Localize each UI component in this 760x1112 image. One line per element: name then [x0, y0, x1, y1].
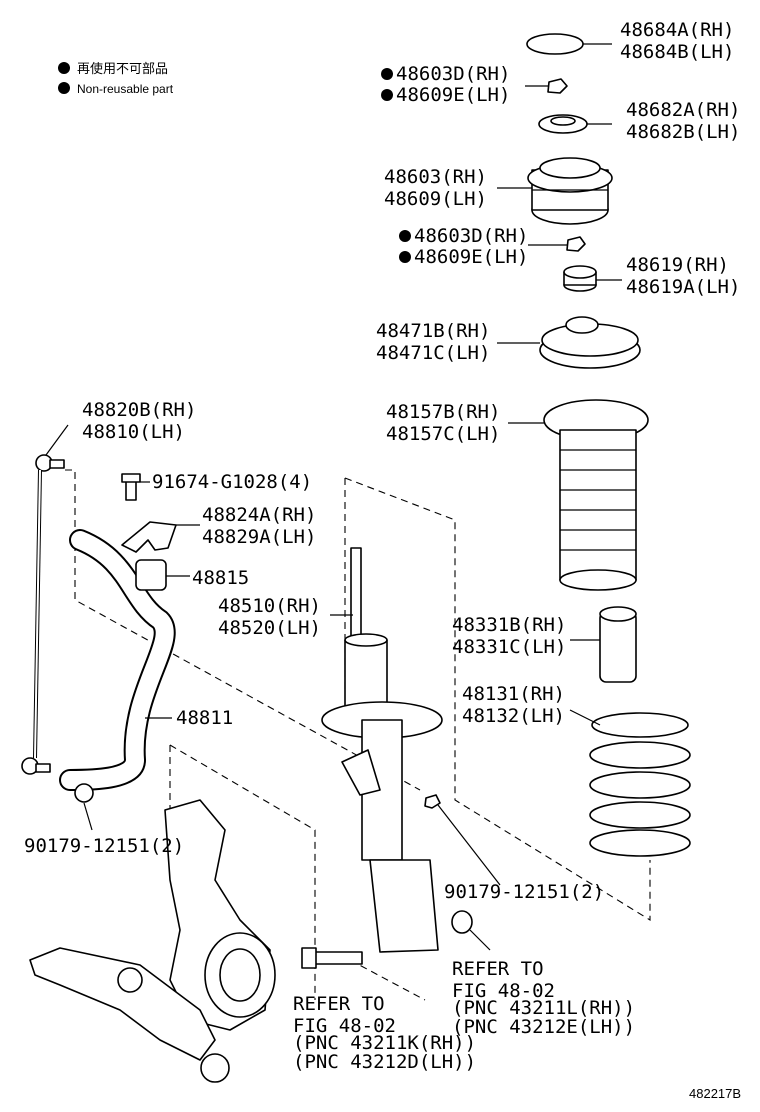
label-48157-lh: 48157C(LH) [386, 423, 500, 445]
label-48603-rh: 48603(RH) [384, 166, 487, 188]
refer-right-line2: FIG 48-02 [452, 980, 555, 1002]
stabilizer-link-48820 [21, 454, 65, 775]
label-48682-lh: 48682B(LH) [626, 121, 740, 143]
label-90179-left: 90179-12151(2) [24, 835, 184, 857]
nut-90179-right [424, 794, 441, 809]
label-48471-lh: 48471C(LH) [376, 342, 490, 364]
boot-48157 [543, 399, 649, 591]
label-48131-rh: 48131(RH) [462, 683, 565, 705]
bumper-cap-48619 [563, 265, 597, 292]
label-48510-rh: 48510(RH) [218, 595, 321, 617]
label-48603-lh: 48609(LH) [384, 188, 487, 210]
legend: 再使用不可部品 Non-reusable part [58, 61, 174, 96]
diagram-id: 482217B [689, 1086, 741, 1101]
refer-right-line3: (PNC 43211L(RH)) [452, 997, 635, 1019]
label-91674: 91674-G1028(4) [152, 471, 312, 493]
label-48684-lh: 48684B(LH) [620, 41, 734, 63]
non-reusable-dot-icon [58, 62, 70, 74]
label-48603d-top-lh: 48609E(LH) [396, 84, 510, 106]
refer-note-right: REFER TO FIG 48-02 (PNC 43211L(RH)) (PNC… [452, 958, 635, 1038]
legend-jp: 再使用不可部品 [77, 61, 168, 76]
label-48684-rh: 48684A(RH) [620, 19, 734, 41]
bolt-91674 [121, 473, 141, 501]
refer-left-line4: (PNC 43212D(LH)) [293, 1051, 476, 1073]
label-90179-right: 90179-12151(2) [444, 881, 604, 903]
label-48331-lh: 48331C(LH) [452, 636, 566, 658]
refer-left-line2: FIG 48-02 [293, 1015, 396, 1037]
label-48811: 48811 [176, 707, 233, 729]
coil-spring-48131 [589, 712, 691, 857]
legend-en: Non-reusable part [77, 82, 174, 96]
label-48603d-mid-rh: 48603D(RH) [414, 225, 528, 247]
steering-knuckle [164, 799, 276, 1031]
label-48820-rh: 48820B(RH) [82, 399, 196, 421]
label-48510-lh: 48520(LH) [218, 617, 321, 639]
label-48619-rh: 48619(RH) [626, 254, 729, 276]
nut-90179-left [74, 783, 94, 803]
label-48603d-top-rh: 48603D(RH) [396, 63, 510, 85]
label-48824-rh: 48824A(RH) [202, 504, 316, 526]
label-48157-rh: 48157B(RH) [386, 401, 500, 423]
bracket-48824 [121, 521, 177, 553]
label-48619-lh: 48619A(LH) [626, 276, 740, 298]
label-48815: 48815 [192, 567, 249, 589]
label-48331-rh: 48331B(RH) [452, 614, 566, 636]
refer-right-line1: REFER TO [452, 958, 544, 980]
non-reusable-dot-icon [381, 89, 393, 101]
nut-48603d-top [547, 78, 568, 94]
nut-lower [451, 910, 473, 934]
refer-left-line1: REFER TO [293, 993, 385, 1015]
lower-arm [29, 947, 230, 1083]
label-48131-lh: 48132(LH) [462, 705, 565, 727]
bumper-48331 [599, 606, 637, 683]
cap-48684 [526, 33, 584, 55]
refer-right-line4: (PNC 43212E(LH)) [452, 1016, 635, 1038]
label-48824-lh: 48829A(LH) [202, 526, 316, 548]
non-reusable-dot-icon [399, 230, 411, 242]
bushing-48815 [135, 559, 167, 591]
non-reusable-dot-icon [58, 82, 70, 94]
refer-left-line3: (PNC 43211K(RH)) [293, 1032, 476, 1054]
non-reusable-dot-icon [381, 68, 393, 80]
nut-48603d-mid [566, 236, 586, 252]
label-48471-rh: 48471B(RH) [376, 320, 490, 342]
strut-48510 [321, 547, 443, 953]
support-48603 [527, 157, 613, 225]
spring-seat-48471 [539, 316, 641, 369]
label-48820-lh: 48810(LH) [82, 421, 185, 443]
non-reusable-dot-icon [399, 251, 411, 263]
label-48682-rh: 48682A(RH) [626, 99, 740, 121]
label-48603d-mid-lh: 48609E(LH) [414, 246, 528, 268]
refer-note-left: REFER TO FIG 48-02 (PNC 43211K(RH)) (PNC… [293, 993, 476, 1073]
bolt-lower [301, 947, 363, 969]
